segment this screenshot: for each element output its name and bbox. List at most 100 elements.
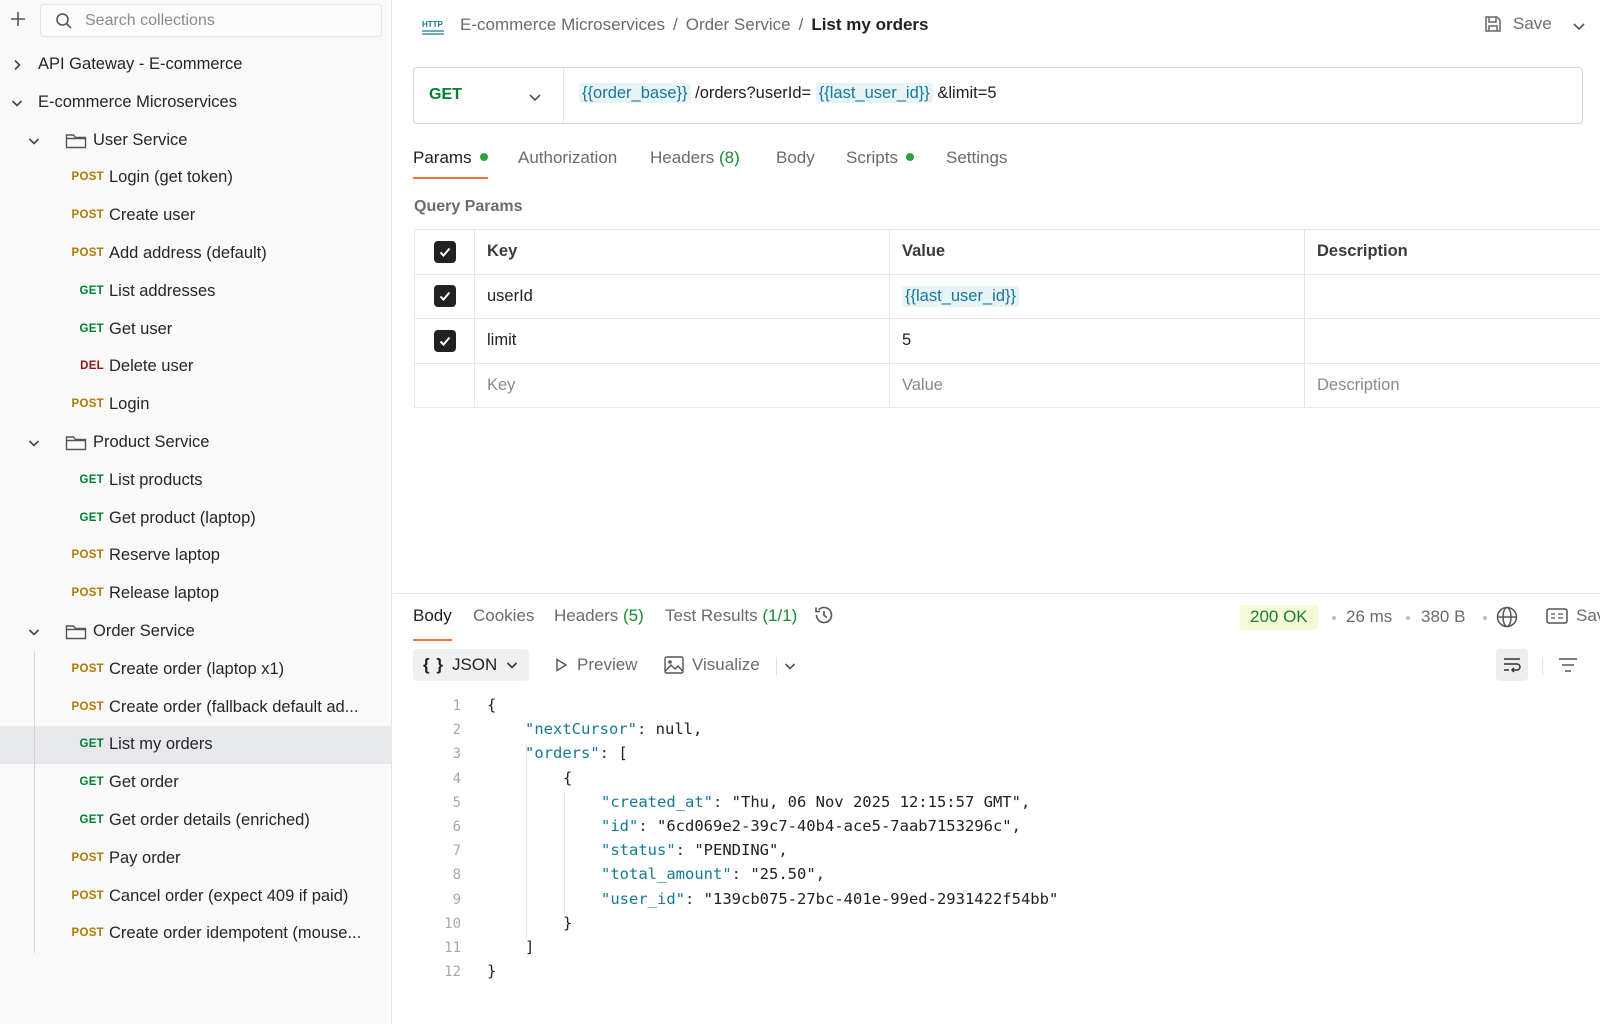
tab-cookies[interactable]: Cookies <box>473 606 534 626</box>
param-key[interactable]: limit <box>475 319 890 363</box>
tab-headers[interactable]: Headers (8) <box>650 148 740 168</box>
param-value[interactable]: {{last_user_id}} <box>890 274 1305 318</box>
response-body-viewer[interactable]: 1{2"nextCursor": null,3"orders": [4{5"cr… <box>413 696 1593 986</box>
response-size[interactable]: 380 B <box>1421 607 1466 626</box>
breadcrumb-collection[interactable]: E-commerce Microservices <box>460 15 665 34</box>
search-collections[interactable] <box>40 4 382 37</box>
search-input[interactable] <box>85 11 375 31</box>
param-key[interactable]: userId <box>475 274 890 318</box>
tree-item-label: User Service <box>93 130 188 149</box>
chevron-right-icon[interactable] <box>10 58 24 72</box>
globe-icon[interactable] <box>1495 605 1519 629</box>
param-variable[interactable]: {{last_user_id}} <box>902 285 1020 307</box>
param-value[interactable]: 5 <box>890 319 1305 363</box>
line-number: 11 <box>444 939 461 956</box>
save-response-button[interactable]: Sav <box>1546 606 1600 626</box>
tab-authorization[interactable]: Authorization <box>518 148 617 168</box>
checkbox-cell <box>415 319 475 363</box>
tab-count: (1/1) <box>762 606 798 625</box>
url-input[interactable]: {{order_base}} /orders?userId= {{last_us… <box>579 83 997 103</box>
chevron-down-icon[interactable] <box>27 134 41 148</box>
folder-item[interactable]: Order Service <box>0 613 392 651</box>
breadcrumb-current[interactable]: List my orders <box>811 15 929 34</box>
tab-body[interactable]: Body <box>776 148 815 168</box>
chevron-down-icon[interactable] <box>1569 16 1589 36</box>
save-response-icon <box>1546 608 1568 624</box>
collection-item[interactable]: E-commerce Microservices <box>0 84 392 122</box>
tab-scripts[interactable]: Scripts <box>846 148 914 168</box>
save-button[interactable]: Save <box>1483 14 1552 34</box>
line-number: 8 <box>452 867 461 884</box>
column-header-value: Value <box>890 230 1305 274</box>
history-icon[interactable] <box>813 604 835 626</box>
tab-response-body[interactable]: Body <box>413 606 452 626</box>
tree-item-label: E-commerce Microservices <box>38 92 237 111</box>
separator-dot <box>1483 616 1487 620</box>
tab-params[interactable]: Params <box>413 148 488 168</box>
param-description[interactable] <box>1305 275 1600 319</box>
tab-label: Headers <box>554 606 619 625</box>
folder-item[interactable]: User Service <box>0 122 392 160</box>
wrap-lines-button[interactable] <box>1496 649 1528 681</box>
check-icon <box>439 247 450 257</box>
param-checkbox[interactable] <box>433 285 456 308</box>
collection-item[interactable]: API Gateway - E-commerce <box>0 46 392 84</box>
param-description[interactable] <box>1305 319 1600 363</box>
code-line: 6"id": "6cd069e2-39c7-40b4-ace5-7aab7153… <box>413 817 1593 841</box>
tree-item-label: List products <box>109 470 203 489</box>
method-badge: GET <box>79 738 104 751</box>
chevron-down-icon[interactable] <box>27 436 41 450</box>
url-variable[interactable]: {{order_base}} <box>579 83 691 103</box>
line-number: 10 <box>444 915 461 932</box>
value-placeholder[interactable]: Value <box>890 363 1305 407</box>
chevron-down-icon[interactable] <box>10 96 24 110</box>
new-button[interactable] <box>7 9 29 31</box>
select-all-checkbox[interactable] <box>433 240 456 263</box>
format-select[interactable]: { } JSON <box>413 649 529 681</box>
chevron-down-icon[interactable] <box>783 659 797 673</box>
key-placeholder[interactable]: Key <box>475 363 890 407</box>
tree-item-label: Login (get token) <box>109 168 233 187</box>
response-time[interactable]: 26 ms <box>1346 607 1393 626</box>
tree-item-label: API Gateway - E-commerce <box>38 55 243 73</box>
description-placeholder[interactable]: Description <box>1317 375 1400 394</box>
select-all-cell <box>415 230 475 274</box>
code-line: 3"orders": [ <box>413 744 1593 768</box>
request-tabs: Params Authorization Headers (8) Body Sc… <box>413 140 1113 180</box>
tab-test-results[interactable]: Test Results (1/1) <box>665 606 797 626</box>
param-checkbox[interactable] <box>433 329 456 352</box>
save-label: Save <box>1513 14 1552 33</box>
braces-icon: { } <box>423 655 444 674</box>
visualize-button[interactable]: Visualize <box>664 655 760 675</box>
status-badge[interactable]: 200 OK <box>1240 605 1318 630</box>
chevron-down-icon[interactable] <box>27 625 41 639</box>
filter-icon[interactable] <box>1558 657 1578 673</box>
method-select[interactable]: GET <box>414 68 564 123</box>
breadcrumb-folder[interactable]: Order Service <box>685 15 791 34</box>
folder-item[interactable]: Product Service <box>0 424 392 462</box>
code-line: 8"total_amount": "25.50", <box>413 865 1593 889</box>
tab-response-headers[interactable]: Headers (5) <box>554 606 644 626</box>
url-variable[interactable]: {{last_user_id}} <box>815 83 933 103</box>
tab-settings[interactable]: Settings <box>946 148 1007 168</box>
preview-button[interactable]: Preview <box>553 655 637 675</box>
